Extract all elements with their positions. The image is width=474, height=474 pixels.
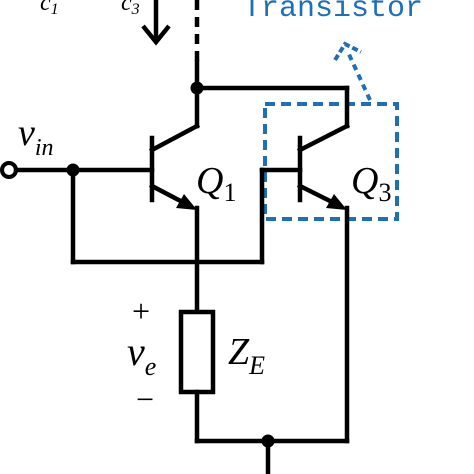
input-label: vin <box>18 112 54 161</box>
voltage-plus: + <box>132 293 150 329</box>
label-c3: c3 <box>121 0 140 18</box>
ve-label: ve <box>127 329 156 381</box>
annotation-arrow-icon <box>333 41 372 101</box>
q3-transistor <box>296 122 351 444</box>
voltage-minus: − <box>136 381 154 417</box>
current-arrow-icon <box>141 0 171 46</box>
label-c1: c1 <box>40 0 59 18</box>
q3-highlight-box <box>263 102 399 221</box>
ze-label: ZE <box>228 331 265 380</box>
impedance-ze <box>178 309 216 395</box>
collector-node <box>190 81 204 95</box>
q1-label: Q1 <box>196 160 236 207</box>
q3-label: Q3 <box>351 160 391 207</box>
q1-emitter-arrow-icon <box>176 194 197 210</box>
transistor-annotation: Transistor <box>243 0 423 26</box>
q3-emitter-arrow-icon <box>326 194 347 210</box>
ground-wires <box>194 389 350 474</box>
collector-wires <box>190 59 350 129</box>
input-wires <box>0 161 303 265</box>
q1-transistor <box>148 122 201 315</box>
